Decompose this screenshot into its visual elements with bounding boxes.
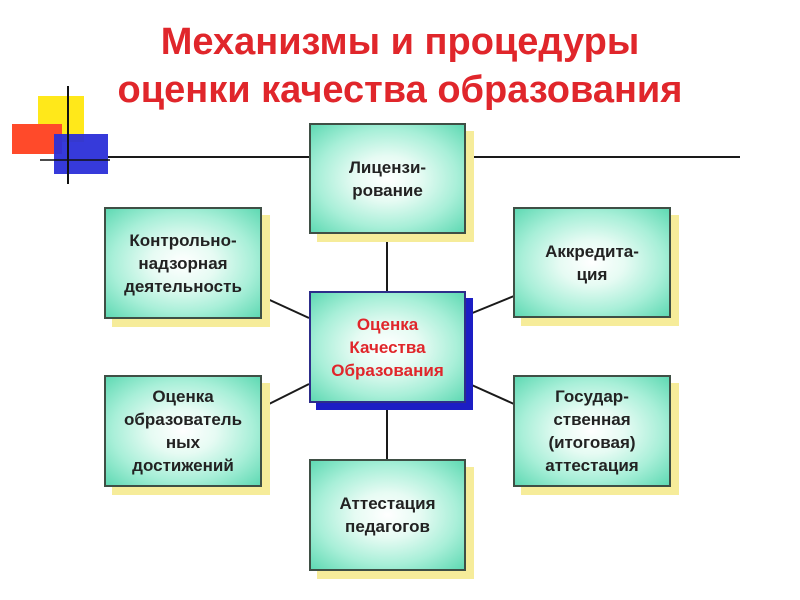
node-educational-achievements-label: Оценка образователь ных достижений <box>123 387 243 475</box>
corner-logo-decor <box>12 86 110 184</box>
node-accreditation-label: Аккредита- ция <box>545 241 639 284</box>
title-line-2: оценки качества образования <box>117 69 683 111</box>
connector-lines <box>260 234 515 460</box>
node-control-supervision: Контрольно- надзорная деятельность <box>104 207 262 319</box>
node-teacher-attestation-label: Аттестация педагогов <box>339 494 436 536</box>
connector-right-top <box>464 295 515 317</box>
node-licensing-label: Лицензи- рование <box>348 157 427 200</box>
node-educational-achievements: Оценка образователь ных достижений <box>104 375 262 487</box>
connector-left-top <box>260 295 310 319</box>
connector-left-bottom <box>260 383 310 409</box>
node-state-final-attestation: Государ- ственная (итоговая) аттестация <box>513 375 671 487</box>
node-licensing: Лицензи- рование <box>309 123 466 234</box>
page-title: Механизмы и процедуры оценки качества об… <box>0 18 800 114</box>
node-state-final-attestation-label: Государ- ственная (итоговая) аттестация <box>545 387 639 475</box>
node-education-quality-assessment: Оценка Качества Образования <box>309 291 466 403</box>
title-line-1: Механизмы и процедуры <box>160 21 640 63</box>
node-teacher-attestation: Аттестация педагогов <box>309 459 466 571</box>
node-education-quality-assessment-label: Оценка Качества Образования <box>331 314 444 380</box>
connector-right-bottom <box>464 381 515 405</box>
node-accreditation: Аккредита- ция <box>513 207 671 318</box>
node-control-supervision-label: Контрольно- надзорная деятельность <box>124 230 242 296</box>
